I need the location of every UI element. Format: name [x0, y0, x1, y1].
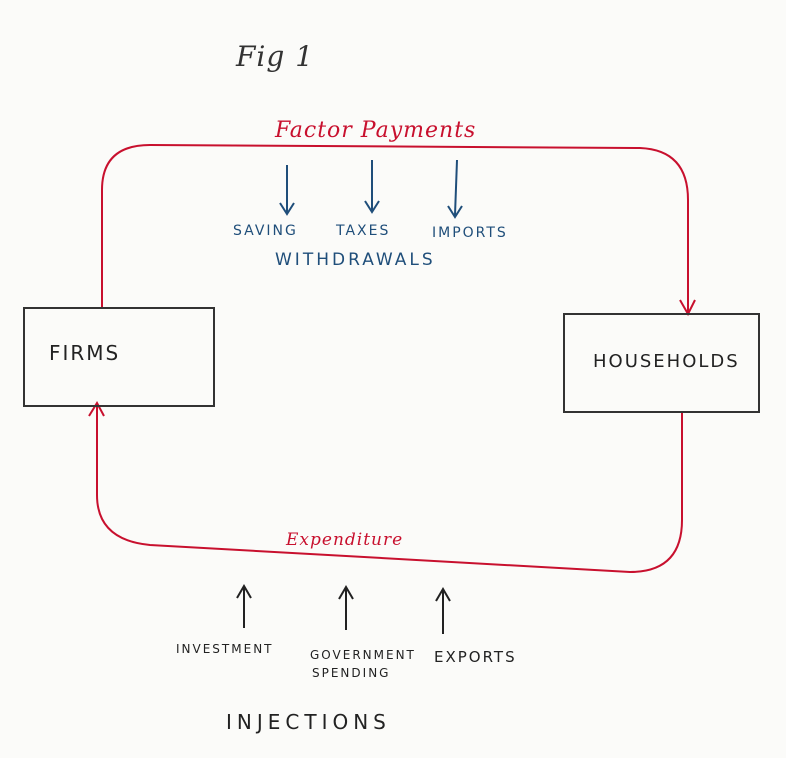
withdrawals-label: WITHDRAWALS: [275, 250, 436, 270]
expenditure-label: Expenditure: [286, 530, 404, 550]
firms-box: FIRMS: [23, 307, 215, 407]
injections-label: INJECTIONS: [226, 710, 391, 734]
saving-label: SAVING: [233, 223, 298, 239]
government-label: GOVERNMENT: [310, 648, 416, 662]
imports-label: IMPORTS: [432, 225, 508, 241]
households-label: HOUSEHOLDS: [593, 351, 740, 372]
households-box: HOUSEHOLDS: [563, 313, 760, 413]
arrow-to-firms-icon: [88, 400, 105, 417]
firms-label: FIRMS: [49, 341, 121, 365]
spending-label: SPENDING: [312, 666, 391, 680]
figure-title: Fig 1: [236, 40, 315, 73]
factor-payments-label: Factor Payments: [275, 118, 477, 143]
investment-label: INVESTMENT: [176, 642, 274, 656]
exports-label: EXPORTS: [434, 648, 517, 666]
taxes-label: TAXES: [336, 223, 391, 239]
